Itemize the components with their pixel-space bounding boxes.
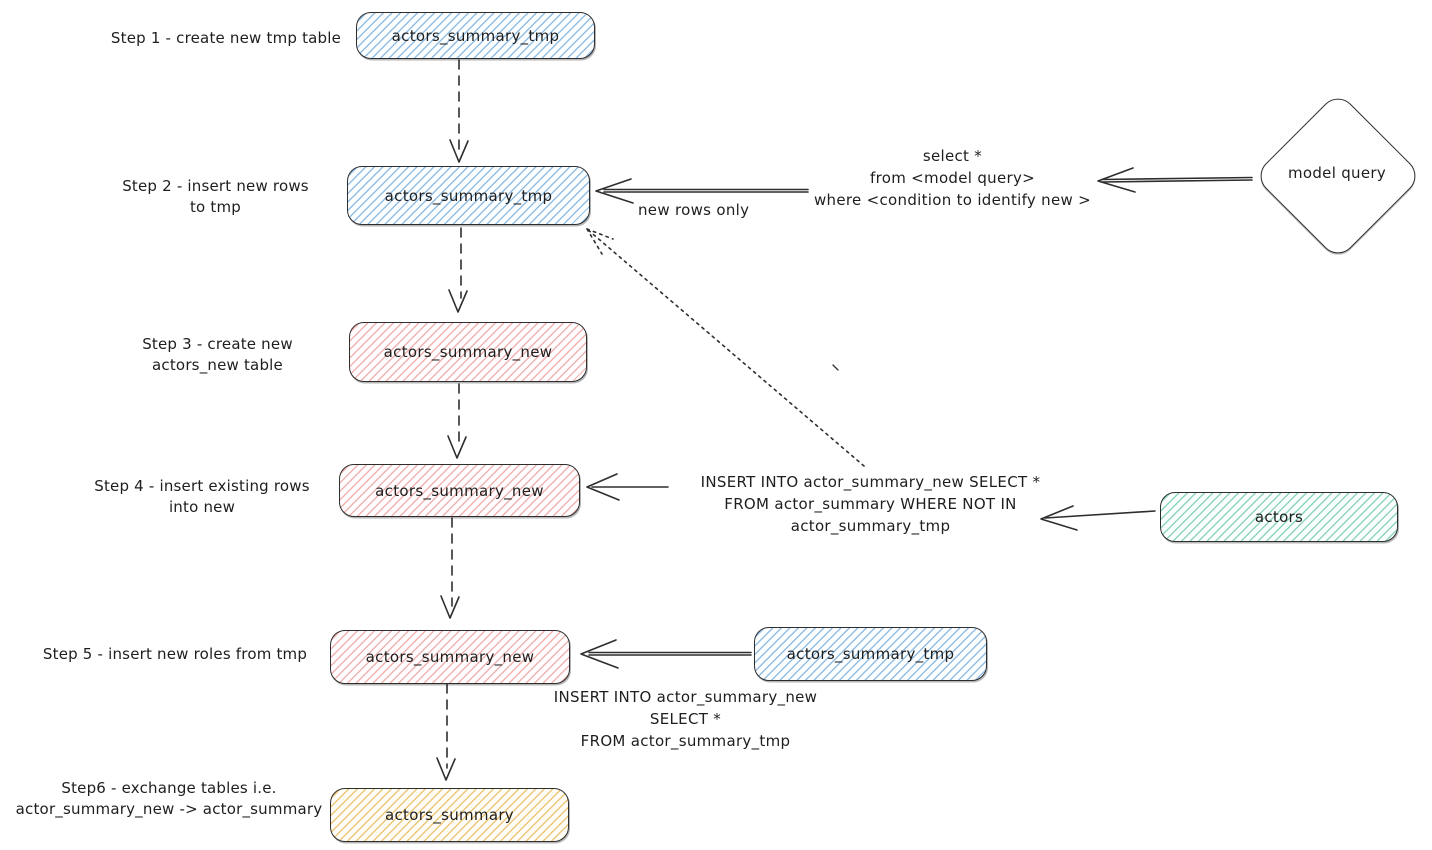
step4-table-name: actors_summary_new <box>375 481 544 500</box>
step1-table-node: actors_summary_tmp <box>356 12 595 59</box>
step2-table-node: actors_summary_tmp <box>347 166 590 225</box>
actors-table-node: actors <box>1160 492 1398 542</box>
tmp-source-table-name: actors_summary_tmp <box>786 645 955 663</box>
arrow-step5-to-step6 <box>436 683 456 781</box>
step1-table-name: actors_summary_tmp <box>391 26 560 45</box>
step6-table-name: actors_summary <box>385 806 514 824</box>
step2-table-name: actors_summary_tmp <box>384 186 553 205</box>
step3-table-name: actors_summary_new <box>383 343 553 361</box>
step4-label: Step 4 - insert existing rows into new <box>94 477 310 516</box>
step6-table-node: actors_summary <box>330 788 569 842</box>
arrow-tmp-to-step5 <box>580 639 752 669</box>
tmp-source-table-node: actors_summary_tmp <box>754 627 987 681</box>
step2-label: Step 2 - insert new rows to tmp <box>122 177 309 216</box>
step5-table-node: actors_summary_new <box>330 630 570 684</box>
step3-label: Step 3 - create new actors_new table <box>142 335 293 374</box>
model-query-label: model query <box>1287 164 1387 182</box>
step3-table-node: actors_summary_new <box>349 322 587 382</box>
arrow-step1-to-step2 <box>449 59 469 163</box>
arrow-insert4-to-step4 <box>586 473 669 501</box>
step5-table-name: actors_summary_new <box>365 648 535 666</box>
step4-table-node: actors_summary_new <box>339 464 580 517</box>
step5-label: Step 5 - insert new roles from tmp <box>42 645 308 663</box>
insert-step5-annotation: INSERT INTO actor_summary_new SELECT * F… <box>553 688 818 750</box>
dotted-link-insert4-to-step2 <box>586 228 865 467</box>
step6-label: Step6 - exchange tables i.e. actor_summa… <box>15 779 323 818</box>
arrow-step2-to-step3 <box>448 227 468 313</box>
step1-label: Step 1 - create new tmp table <box>110 29 342 47</box>
new-rows-only-label: new rows only <box>638 201 750 219</box>
insert-step4-annotation: INSERT INTO actor_summary_new SELECT * F… <box>700 473 1041 535</box>
arrow-step4-to-step5 <box>440 517 460 619</box>
stray-tick-mark <box>832 364 839 371</box>
actors-table-name: actors <box>1254 508 1304 526</box>
arrow-model-query-to-select <box>1097 167 1253 193</box>
arrow-step3-to-step4 <box>447 383 467 459</box>
select-query-annotation: select * from <model query> where <condi… <box>813 147 1092 209</box>
